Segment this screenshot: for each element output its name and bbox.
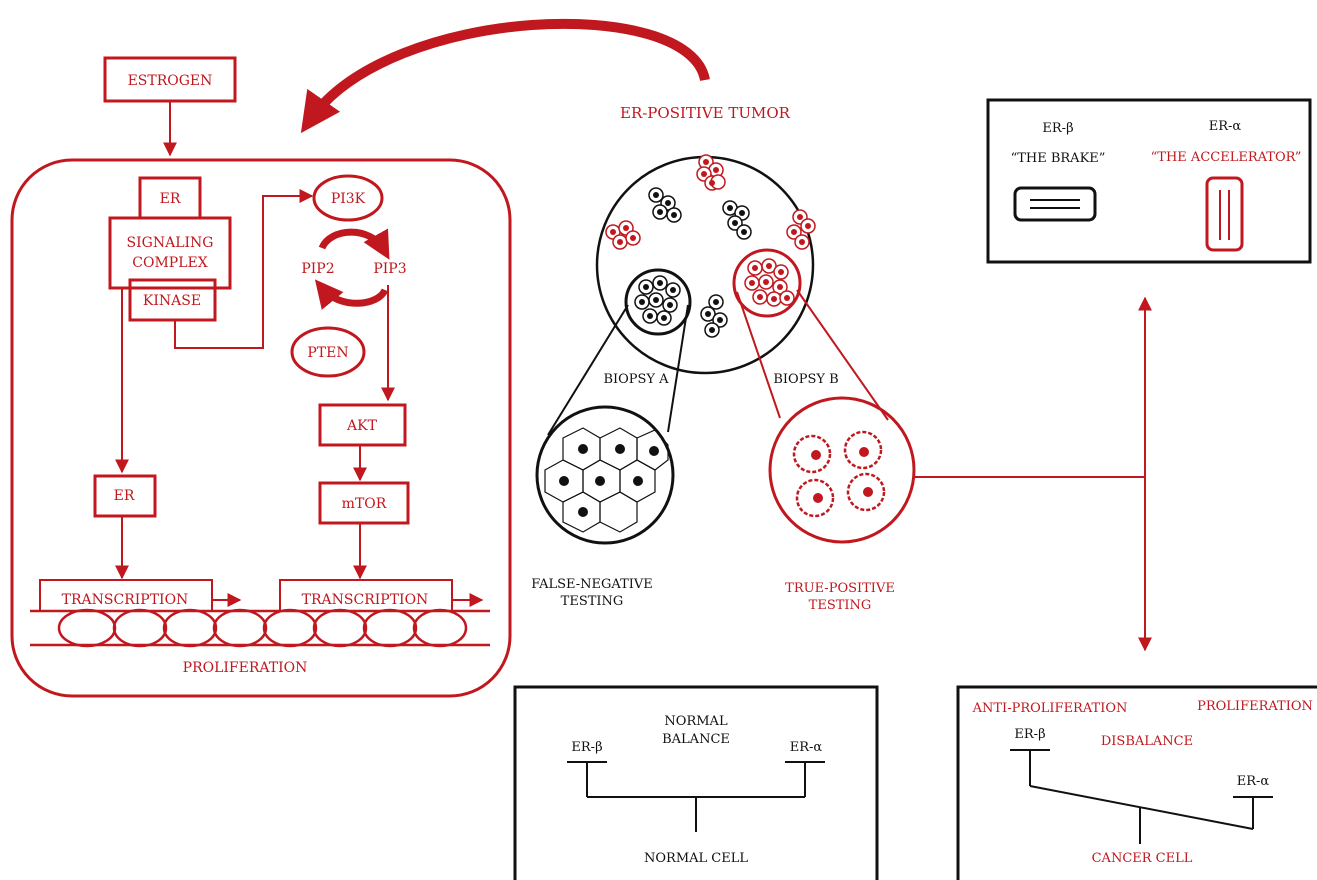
receptor-legend-box xyxy=(988,100,1310,262)
biopsy-b-connector xyxy=(914,298,1145,650)
signaling-label-1: SIGNALING xyxy=(127,235,214,251)
cancer-disbalance: DISBALANCE xyxy=(1101,734,1193,749)
transcription-left-label: TRANSCRIPTION xyxy=(62,592,189,608)
receptor-accelerator: “THE ACCELERATOR” xyxy=(1151,150,1302,165)
accelerator-symbol xyxy=(1207,178,1242,250)
brake-symbol xyxy=(1015,188,1095,220)
pip3-label: PIP3 xyxy=(373,261,406,277)
normal-er-alpha: ER-α xyxy=(790,740,823,755)
signaling-label-2: COMPLEX xyxy=(132,255,207,271)
akt-label: AKT xyxy=(346,418,378,434)
biopsy-a-label: BIOPSY A xyxy=(603,372,669,387)
receptor-brake: “THE BRAKE” xyxy=(1011,151,1106,166)
tumor-title: ER-POSITIVE TUMOR xyxy=(620,104,791,122)
biopsy-a-nuclei xyxy=(559,444,659,517)
cell-boundary xyxy=(12,160,510,696)
biopsy-a-detail xyxy=(537,407,673,543)
cancer-er-beta: ER-β xyxy=(1014,727,1045,742)
receptor-er-alpha: ER-α xyxy=(1209,119,1242,134)
pip2-label: PIP2 xyxy=(301,261,334,277)
cancer-proliferation: PROLIFERATION xyxy=(1197,699,1313,714)
estrogen-label: ESTROGEN xyxy=(128,73,213,89)
proliferation-label: PROLIFERATION xyxy=(183,660,308,676)
true-positive-label-2: TESTING xyxy=(809,598,872,613)
cancer-cell-label: CANCER CELL xyxy=(1092,851,1193,866)
normal-balance-label-1: NORMAL xyxy=(664,714,728,729)
false-negative-label-1: FALSE-NEGATIVE xyxy=(531,577,653,592)
kinase-label: KINASE xyxy=(143,293,201,309)
mtor-label: mTOR xyxy=(342,496,387,512)
receptor-er-beta: ER-β xyxy=(1042,121,1073,136)
er-top-label: ER xyxy=(160,191,181,207)
biopsy-b-cells xyxy=(794,432,884,516)
normal-balance-label-2: BALANCE xyxy=(662,732,730,747)
cancer-anti-proliferation: ANTI-PROLIFERATION xyxy=(972,701,1128,716)
normal-cell-label: NORMAL CELL xyxy=(644,851,748,866)
dna-strand xyxy=(30,610,490,646)
true-positive-label-1: TRUE-POSITIVE xyxy=(785,581,895,596)
cancer-er-alpha: ER-α xyxy=(1237,774,1270,789)
pten-label: PTEN xyxy=(307,345,348,361)
transcription-right-label: TRANSCRIPTION xyxy=(302,592,429,608)
biopsy-b-detail xyxy=(770,398,914,542)
signaling-complex-box xyxy=(110,218,230,288)
er-bottom-label: ER xyxy=(114,488,135,504)
pi3k-label: PI3K xyxy=(331,191,366,207)
normal-er-beta: ER-β xyxy=(571,740,602,755)
biopsy-b-label: BIOPSY B xyxy=(773,372,838,387)
false-negative-label-2: TESTING xyxy=(561,594,624,609)
